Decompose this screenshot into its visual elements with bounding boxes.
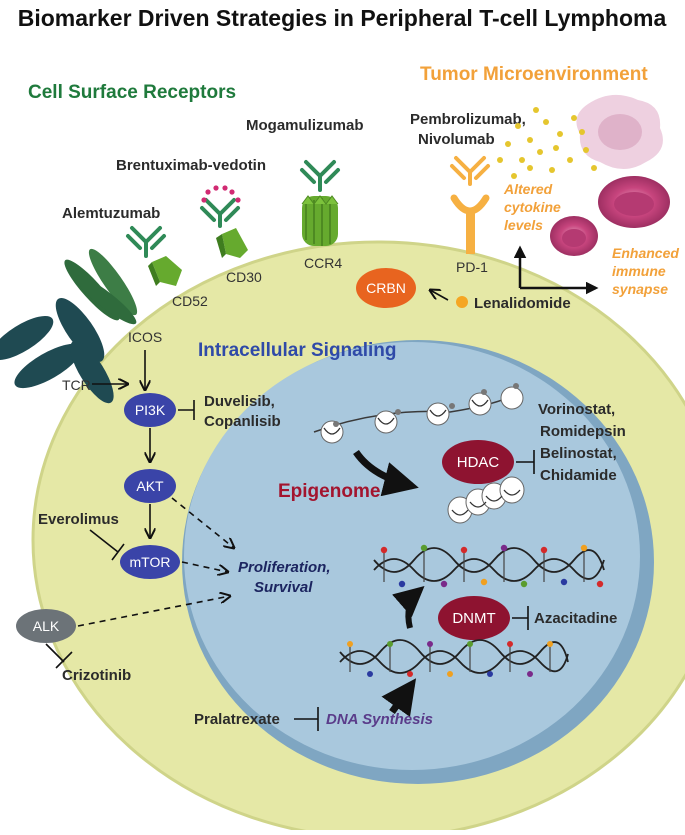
pi3k-node: PI3K bbox=[124, 393, 176, 427]
hdac-node: HDAC bbox=[442, 440, 514, 484]
pembrolizumab-antibody-icon bbox=[450, 156, 490, 186]
crbn-node: CRBN bbox=[356, 268, 416, 308]
everolimus-inhibition bbox=[89, 529, 125, 561]
enhanced-synapse-label-2: immune bbox=[612, 263, 666, 279]
chromatin-fiber-icon bbox=[313, 383, 524, 444]
alemtuzumab-label: Alemtuzumab bbox=[62, 205, 160, 222]
brentuximab-label: Brentuximab-vedotin bbox=[116, 157, 266, 174]
crizotinib-label: Crizotinib bbox=[62, 667, 131, 684]
section-cell-surface-receptors: Cell Surface Receptors bbox=[28, 82, 236, 103]
dna-strand-icon bbox=[339, 639, 569, 677]
section-epigenome: Epigenome bbox=[278, 481, 380, 502]
mogamulizumab-antibody-icon bbox=[300, 160, 340, 192]
nivolumab-label: Nivolumab bbox=[418, 131, 495, 148]
dnmt-label: DNMT bbox=[452, 610, 495, 627]
condensed-chromatin-icon bbox=[447, 476, 525, 524]
crizotinib-inhibition bbox=[45, 643, 73, 669]
cd30-receptor-icon bbox=[216, 228, 248, 258]
survival-label: Survival bbox=[254, 579, 313, 596]
pd1-receptor-icon bbox=[450, 194, 490, 254]
dnmt-methylation-arrow bbox=[392, 586, 425, 629]
azacitadine-label: Azacitadine bbox=[534, 610, 617, 627]
mogamulizumab-label: Mogamulizumab bbox=[246, 117, 364, 134]
duvelisib-inhibition bbox=[178, 400, 195, 420]
brentuximab-antibody-icon bbox=[200, 185, 241, 228]
section-intracellular-signaling: Intracellular Signaling bbox=[198, 340, 397, 361]
chidamide-label: Chidamide bbox=[540, 467, 617, 484]
alemtuzumab-antibody-icon bbox=[126, 226, 166, 258]
belinostat-label: Belinostat, bbox=[540, 445, 617, 462]
red-blood-cell-icon bbox=[598, 176, 670, 228]
diagram-title: Biomarker Driven Strategies in Periphera… bbox=[18, 5, 667, 31]
methylated-dna-icon bbox=[373, 544, 605, 588]
akt-label: AKT bbox=[136, 478, 164, 494]
dna-synthesis-label: DNA Synthesis bbox=[326, 711, 433, 728]
alk-label: ALK bbox=[33, 618, 60, 634]
lenalidomide-dot-icon bbox=[456, 296, 468, 308]
altered-cytokine-label-3: levels bbox=[504, 217, 543, 233]
red-blood-cell-icon-2 bbox=[550, 216, 598, 256]
tcr-label: TCR bbox=[62, 377, 91, 393]
mtor-label: mTOR bbox=[130, 554, 171, 570]
cd30-label: CD30 bbox=[226, 269, 262, 285]
dnmt-inhibition bbox=[512, 606, 529, 630]
macrophage-icon bbox=[576, 94, 663, 169]
icos-receptor-icon bbox=[64, 248, 138, 325]
cd52-label: CD52 bbox=[172, 293, 208, 309]
dna-synthesis-arrow bbox=[381, 678, 417, 717]
pi3k-label: PI3K bbox=[135, 402, 166, 418]
alk-to-proliferation-arrow bbox=[77, 596, 230, 627]
akt-node: AKT bbox=[124, 469, 176, 503]
section-tumor-microenvironment: Tumor Microenvironment bbox=[420, 64, 648, 85]
cd52-receptor-icon bbox=[148, 256, 182, 286]
crbn-label: CRBN bbox=[366, 280, 406, 296]
lenalidomide-effect-arrows bbox=[513, 245, 599, 295]
icos-label: ICOS bbox=[128, 329, 162, 345]
romidepsin-label: Romidepsin bbox=[540, 423, 626, 440]
pd1-label: PD-1 bbox=[456, 259, 488, 275]
pembrolizumab-label: Pembrolizumab, bbox=[410, 111, 526, 128]
chromatin-condense-arrow bbox=[353, 449, 419, 497]
mtor-to-proliferation-arrow bbox=[181, 561, 228, 572]
copanlisib-label: Copanlisib bbox=[204, 413, 281, 430]
hdac-label: HDAC bbox=[457, 454, 500, 471]
everolimus-label: Everolimus bbox=[38, 511, 119, 528]
pralatrexate-inhibition bbox=[294, 707, 319, 731]
ccr4-receptor-icon bbox=[301, 195, 339, 246]
mtor-node: mTOR bbox=[120, 545, 180, 579]
duvelisib-label: Duvelisib, bbox=[204, 393, 275, 410]
lenalidomide-to-crbn-arrow bbox=[430, 290, 449, 301]
altered-cytokine-label-2: cytokine bbox=[504, 199, 561, 215]
pralatrexate-label: Pralatrexate bbox=[194, 711, 280, 728]
altered-cytokine-label-1: Altered bbox=[503, 181, 553, 197]
enhanced-synapse-label-1: Enhanced bbox=[612, 245, 679, 261]
alk-node: ALK bbox=[16, 609, 76, 643]
lenalidomide-label: Lenalidomide bbox=[474, 295, 571, 312]
akt-to-proliferation-arrow bbox=[171, 497, 234, 548]
cytokine-dots-icon bbox=[497, 107, 597, 179]
enhanced-synapse-label-3: synapse bbox=[612, 281, 668, 297]
tcr-receptor-icon bbox=[0, 297, 114, 404]
dnmt-node: DNMT bbox=[438, 596, 510, 640]
vorinostat-label: Vorinostat, bbox=[538, 401, 615, 418]
ccr4-label: CCR4 bbox=[304, 255, 342, 271]
proliferation-label: Proliferation, bbox=[238, 559, 331, 576]
hdac-inhibition bbox=[516, 450, 535, 474]
